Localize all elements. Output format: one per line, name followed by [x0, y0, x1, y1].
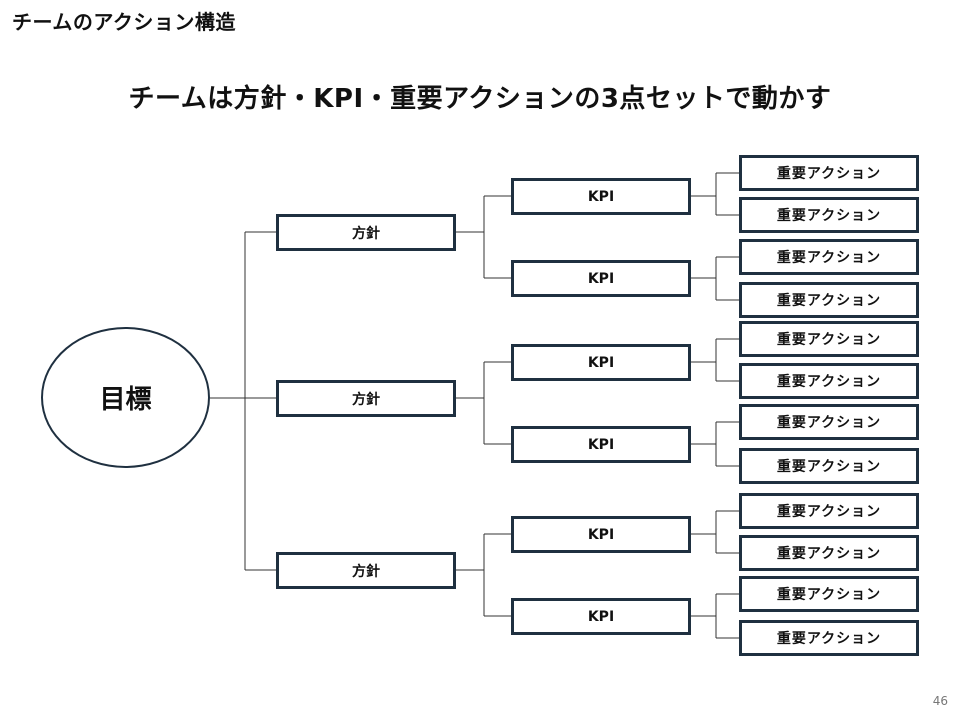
action-box-5: 重要アクション: [739, 321, 919, 357]
connector-kpi-6: [691, 593, 739, 639]
action-box-12: 重要アクション: [739, 620, 919, 656]
main-title: チームは方針・KPI・重要アクションの3点セットで動かす: [128, 84, 832, 114]
policy-box-1: 方針: [276, 214, 456, 251]
kpi-box-2: KPI: [511, 260, 691, 297]
kpi-box-3: KPI: [511, 344, 691, 381]
kpi-box-6: KPI: [511, 598, 691, 635]
connector-policy-2: [456, 361, 511, 445]
action-box-9: 重要アクション: [739, 493, 919, 529]
action-box-10: 重要アクション: [739, 535, 919, 571]
action-box-8: 重要アクション: [739, 448, 919, 484]
section-title: チームのアクション構造: [12, 10, 236, 34]
action-box-7: 重要アクション: [739, 404, 919, 440]
connector-kpi-1: [691, 172, 739, 216]
policy-box-2: 方針: [276, 380, 456, 417]
policy-box-3: 方針: [276, 552, 456, 589]
action-box-2: 重要アクション: [739, 197, 919, 233]
connector-kpi-4: [691, 421, 739, 467]
connector-kpi-3: [691, 338, 739, 382]
connector-policy-1: [456, 195, 511, 279]
kpi-box-4: KPI: [511, 426, 691, 463]
connector-policy-3: [456, 533, 511, 617]
action-box-4: 重要アクション: [739, 282, 919, 318]
connector-kpi-5: [691, 510, 739, 554]
page-number: 46: [932, 694, 948, 708]
connector-kpi-2: [691, 256, 739, 301]
action-box-1: 重要アクション: [739, 155, 919, 191]
action-box-11: 重要アクション: [739, 576, 919, 612]
connector-goal: [210, 231, 276, 571]
kpi-box-1: KPI: [511, 178, 691, 215]
kpi-box-5: KPI: [511, 516, 691, 553]
action-box-3: 重要アクション: [739, 239, 919, 275]
action-box-6: 重要アクション: [739, 363, 919, 399]
goal-node: 目標: [41, 327, 210, 468]
